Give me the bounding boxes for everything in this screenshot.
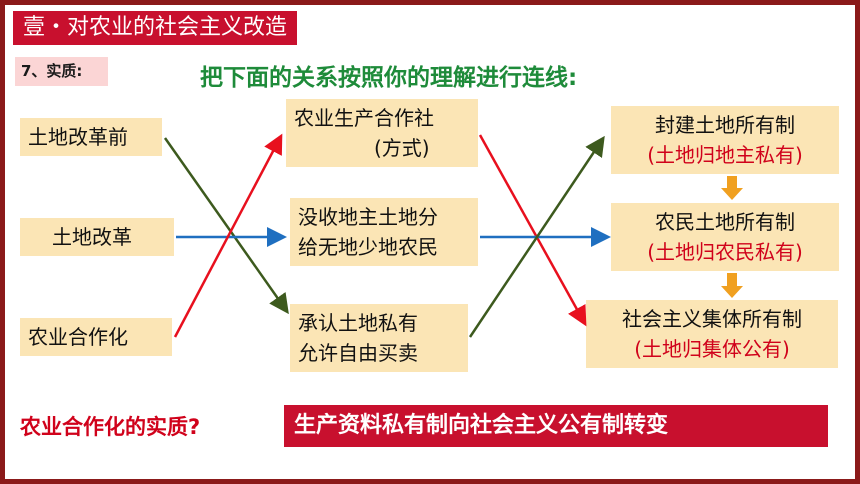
middle-box-cooperative: 农业生产合作社 (方式) — [286, 99, 478, 167]
right-box-line2: (土地归地主私有) — [647, 143, 803, 167]
middle-box-private: 承认土地私有 允许自由买卖 — [290, 304, 468, 372]
line-cooperative-to-collective — [478, 134, 587, 327]
right-box-line1: 社会主义集体所有制 — [622, 307, 802, 331]
section-tag: 7、实质: — [15, 57, 108, 86]
middle-box-line1: 没收地主土地分 — [298, 205, 438, 229]
left-box-label: 土地改革前 — [28, 125, 128, 149]
left-box-before-land-reform: 土地改革前 — [20, 118, 162, 156]
question-text: 农业合作化的实质? — [20, 415, 201, 439]
right-box-line1: 封建土地所有制 — [655, 113, 795, 137]
left-box-cooperation: 农业合作化 — [20, 318, 172, 356]
line-private-to-feudal — [468, 135, 605, 338]
right-box-feudal: 封建土地所有制 (土地归地主私有) — [611, 106, 839, 174]
down-arrow-icon — [721, 273, 743, 298]
slide-title: 壹・对农业的社会主义改造 — [13, 11, 298, 45]
middle-box-line2: 给无地少地农民 — [298, 235, 438, 259]
middle-box-line1: 农业生产合作社 — [294, 106, 434, 130]
right-box-line1: 农民土地所有制 — [655, 210, 795, 234]
instruction-heading: 把下面的关系按照你的理解进行连线: — [200, 65, 578, 91]
right-box-line2: (土地归农民私有) — [647, 240, 803, 264]
right-box-collective: 社会主义集体所有制 (土地归集体公有) — [586, 300, 838, 368]
middle-box-line2: (方式) — [374, 136, 430, 160]
middle-box-confiscate: 没收地主土地分 给无地少地农民 — [290, 198, 478, 266]
middle-box-line1: 承认土地私有 — [298, 311, 418, 335]
right-box-line2: (土地归集体公有) — [634, 337, 790, 361]
left-box-land-reform: 土地改革 — [20, 218, 174, 256]
line-before-to-private — [163, 137, 289, 315]
left-box-label: 农业合作化 — [28, 325, 128, 349]
down-arrow-icon — [721, 176, 743, 200]
left-box-label: 土地改革 — [52, 225, 132, 249]
right-box-peasant: 农民土地所有制 (土地归农民私有) — [611, 203, 839, 271]
line-cooperation-to-cooperative — [173, 133, 283, 338]
middle-box-line2: 允许自由买卖 — [298, 341, 418, 365]
answer-banner: 生产资料私有制向社会主义公有制转变 — [284, 405, 828, 447]
